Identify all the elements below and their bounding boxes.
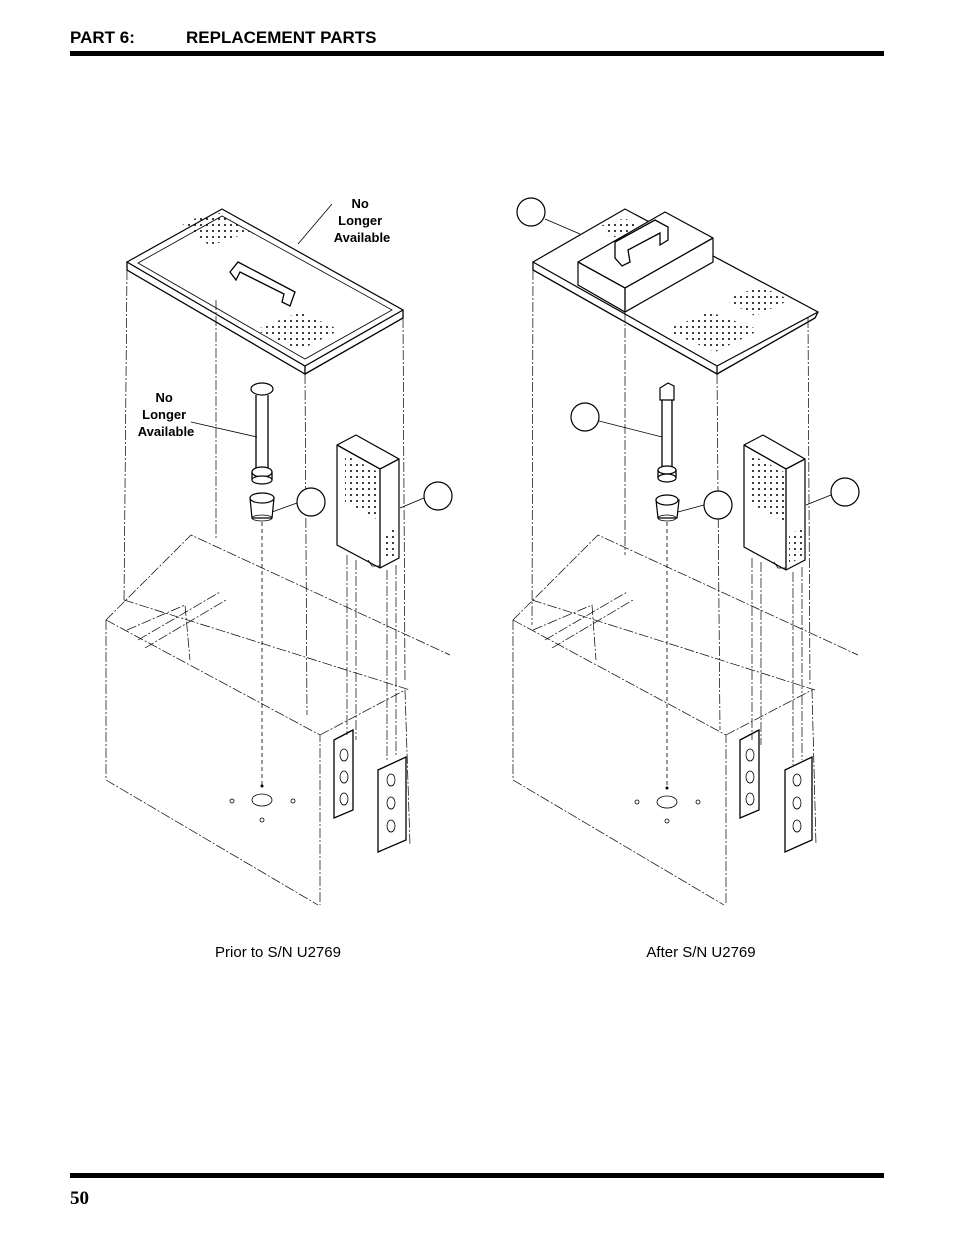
footer-rule [70, 1173, 884, 1178]
left-tube [250, 383, 274, 521]
right-callout-bubble-seat [704, 491, 732, 519]
left-callout-bubble-seat [297, 488, 325, 516]
left-caption: Prior to S/N U2769 [215, 944, 341, 961]
right-assembly: After S/N U2769 [513, 198, 859, 961]
right-lid [533, 209, 818, 374]
right-caption: After S/N U2769 [646, 944, 755, 961]
right-fryer-body [513, 535, 858, 905]
right-callout-bubble-filter [831, 478, 859, 506]
right-filter [744, 435, 805, 570]
left-assembly: No Longer Available No Longer Available … [106, 196, 452, 961]
left-tube-callout: No Longer Available [138, 390, 195, 439]
left-callout-bubble-filter [424, 482, 452, 510]
right-tube [656, 383, 679, 521]
page-number: 50 [70, 1188, 89, 1210]
right-callout-bubble-lid [517, 198, 545, 226]
left-fryer-body [106, 535, 450, 905]
left-lid-callout: No Longer Available [334, 196, 391, 245]
left-filter [337, 435, 399, 568]
right-callout-bubble-tube [571, 403, 599, 431]
